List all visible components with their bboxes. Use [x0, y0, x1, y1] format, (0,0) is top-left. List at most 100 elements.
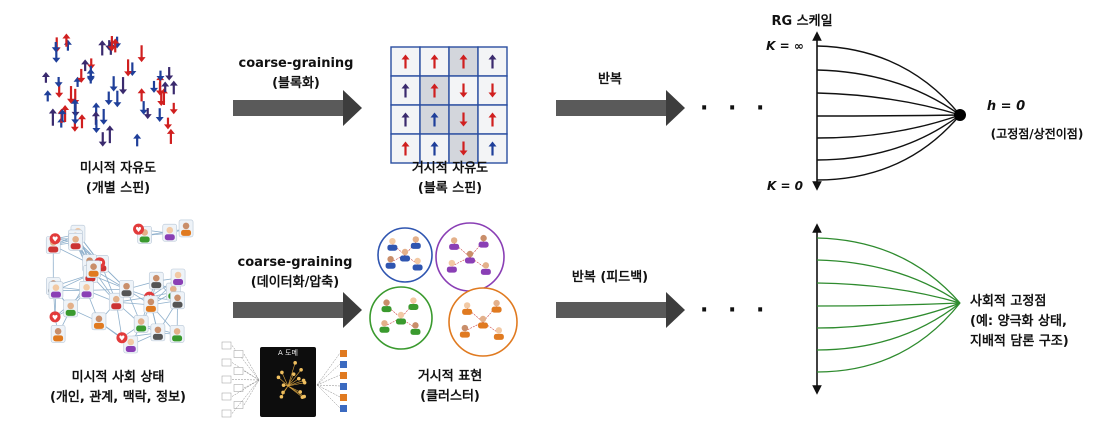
- cluster-circle: [377, 227, 433, 283]
- spin-arrow: [62, 33, 71, 47]
- person-icon: [379, 320, 390, 333]
- spin-arrow: [119, 77, 128, 95]
- repeat-label-1: 반복: [598, 72, 622, 87]
- spin-arrow: [161, 81, 170, 93]
- spin-arrow: [169, 80, 178, 95]
- person-icon: [478, 315, 488, 329]
- spin-arrow: [459, 141, 468, 156]
- person-icon: [86, 260, 101, 279]
- coarse-graining-arrow-1: [233, 90, 362, 126]
- spin-arrow: [43, 90, 52, 102]
- person-icon: [143, 295, 159, 314]
- spin-arrow: [143, 108, 152, 120]
- person-icon: [465, 250, 475, 264]
- spin-arrow: [81, 59, 90, 72]
- spin-arrow: [137, 88, 146, 102]
- person-icon: [459, 324, 470, 338]
- spin-arrow: [48, 108, 57, 126]
- output-icon: [340, 405, 347, 412]
- spin-arrow: [488, 83, 497, 98]
- repeat-label-2: 반복 (피드백): [571, 270, 649, 285]
- cluster-group: [369, 222, 518, 357]
- spin-arrow: [488, 112, 497, 127]
- spin-arrow: [155, 108, 164, 122]
- person-icon: ♥: [116, 332, 128, 344]
- document-icon: [233, 384, 244, 392]
- document-icon: [233, 401, 244, 409]
- spin-arrow: [67, 86, 76, 104]
- spin-arrow: [169, 102, 178, 115]
- spin-arrow: [430, 141, 439, 156]
- person-icon: [79, 281, 94, 299]
- fixed-point-dot: [954, 109, 966, 121]
- person-icon: [119, 279, 134, 298]
- spin-arrow: [92, 119, 101, 134]
- spin-arrow: [430, 54, 439, 69]
- spin-arrow: [149, 80, 158, 93]
- person-icon: [150, 323, 166, 342]
- person-icon: [410, 322, 421, 335]
- person-icon: [478, 234, 489, 248]
- output-icon: [340, 350, 347, 357]
- spin-arrow: [111, 38, 120, 53]
- person-icon: [123, 335, 139, 354]
- rg-flow-diagram: [812, 31, 966, 191]
- document-icon: [233, 350, 244, 358]
- spin-arrow: [113, 90, 122, 108]
- rg-scale-title: RG 스케일: [771, 14, 833, 29]
- fixed-point-label: h = 0: [986, 99, 1026, 114]
- spin-arrow: [105, 125, 114, 144]
- spin-arrow: [107, 36, 116, 52]
- spin-arrow: [77, 68, 86, 83]
- spin-arrow: [133, 133, 142, 147]
- micro-social-label: 미시적 사회 상태 (개인, 관계, 맥락, 정보): [50, 370, 186, 405]
- social-fixed-point-label: 사회적 고정점 (예: 양극화 상태, 지배적 담론 구조): [970, 294, 1069, 349]
- person-icon: [63, 299, 78, 318]
- spin-arrow: [459, 83, 468, 98]
- person-icon: [449, 237, 460, 250]
- document-icon: [221, 375, 232, 384]
- output-icon: [340, 372, 347, 379]
- spin-arrow: [63, 39, 72, 51]
- coarse-graining-label-2: coarse-graining (데이터화/압축): [237, 255, 353, 290]
- spin-arrow: [86, 68, 95, 84]
- spin-arrow: [459, 112, 468, 127]
- fixed-point-sub: (고정점/상전이점): [990, 127, 1084, 141]
- spin-arrow: [52, 46, 61, 63]
- person-icon: [446, 259, 457, 273]
- spin-arrow: [459, 54, 468, 69]
- cluster-circle: [435, 222, 505, 292]
- ai-compression-panel: [221, 341, 347, 418]
- person-icon: [170, 268, 186, 287]
- person-icon: [48, 281, 64, 299]
- spin-arrow: [58, 109, 67, 122]
- person-icon: [385, 256, 396, 269]
- person-icon: [133, 315, 149, 333]
- spin-arrow: [166, 128, 175, 144]
- coarse-graining-label-1: coarse-graining (블록화): [238, 56, 354, 91]
- document-icon: [221, 358, 232, 367]
- k-zero-label: K = 0: [766, 179, 804, 193]
- spin-arrow: [109, 76, 118, 92]
- person-icon: [169, 325, 185, 343]
- spin-arrow: [157, 92, 166, 107]
- micro-spin-field: [41, 33, 178, 147]
- cluster-circle: [369, 286, 433, 350]
- spin-arrow: [165, 67, 174, 81]
- block-spin-label: 거시적 자유도 (블록 스핀): [411, 161, 489, 196]
- person-icon: ♥: [133, 223, 145, 235]
- person-icon: [68, 232, 83, 251]
- ai-panel-label: A 도메: [278, 349, 298, 357]
- person-icon: [50, 325, 66, 343]
- person-icon: [480, 262, 491, 275]
- person-icon: [400, 248, 410, 262]
- document-icon: [221, 341, 232, 350]
- person-icon: [162, 223, 178, 242]
- person-icon: ♥: [49, 311, 61, 323]
- spin-arrow: [41, 72, 50, 83]
- person-icon: [387, 238, 398, 251]
- spin-arrow: [156, 70, 165, 82]
- person-icon: [170, 291, 185, 310]
- spin-arrow: [163, 117, 172, 130]
